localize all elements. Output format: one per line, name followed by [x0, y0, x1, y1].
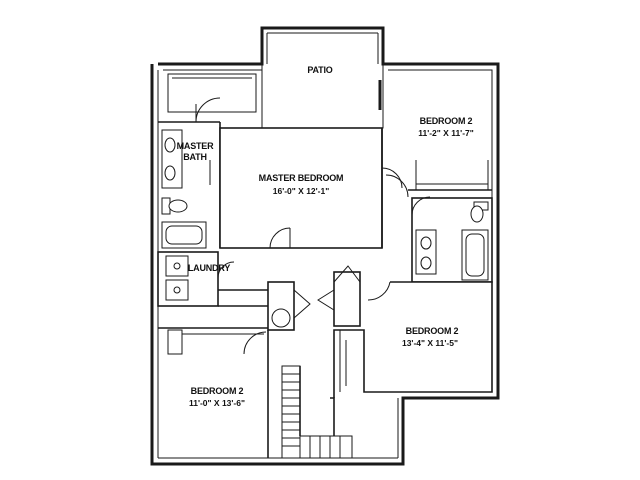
bedroom-upper-right: BEDROOM 2 11'-2" X 11'-7" — [381, 116, 492, 248]
master-bedroom-door-swing — [269, 227, 291, 249]
bedroom-ur-door-swing — [385, 174, 409, 198]
bedroom-lower-left: BEDROOM 2 11'-0" X 13'-6" — [158, 327, 269, 458]
hall-bath — [411, 196, 493, 283]
hall-sink-1 — [420, 236, 432, 250]
stair-wall-right — [330, 397, 335, 436]
hall-sink-2 — [420, 256, 432, 270]
center-closet — [333, 271, 361, 327]
linen-bifold-door — [293, 289, 311, 319]
bedroom-ll-label: BEDROOM 2 — [191, 386, 244, 396]
stair-run-down — [281, 365, 301, 459]
master-bedroom-dims: 16'-0" X 12'-1" — [273, 186, 330, 196]
water-heater — [271, 308, 291, 328]
bedroom-mr-dims: 13'-4" X 11'-5" — [402, 338, 458, 348]
patio-outline — [261, 27, 384, 129]
hall-tub-basin — [465, 233, 485, 277]
bedroom-mr-label: BEDROOM 2 — [406, 326, 459, 336]
master-bath-label-1: MASTER — [177, 141, 215, 151]
hall-toilet-bowl — [470, 205, 484, 223]
sink-basin-1 — [164, 137, 176, 153]
bedroom-ll-door-swing — [243, 331, 267, 355]
bathtub-basin — [165, 225, 203, 245]
hall-corner-door — [317, 289, 335, 311]
laundry-label: LAUNDRY — [188, 263, 230, 273]
bedroom-mr-door-swing — [367, 281, 391, 301]
hall-bath-door-swing — [411, 196, 431, 216]
bedroom-ur-dims: 11'-2" X 11'-7" — [418, 128, 474, 138]
patio: PATIO — [261, 27, 384, 129]
sink-basin-2 — [164, 165, 176, 181]
walk-in-closet — [167, 73, 257, 113]
master-bedroom: MASTER BEDROOM 16'-0" X 12'-1" — [219, 127, 403, 249]
center-closet-bifold — [333, 265, 361, 283]
bedroom-ur-closet — [415, 183, 489, 191]
master-bedroom-label: MASTER BEDROOM — [259, 173, 344, 183]
laundry-door-swing — [217, 261, 235, 279]
bedroom-mr-walls — [333, 281, 493, 398]
bedroom-ur-label: BEDROOM 2 — [420, 116, 473, 126]
stair-landing-run — [299, 435, 353, 459]
washer-control — [173, 262, 181, 270]
bath-door-swing — [195, 97, 221, 123]
master-bedroom-walls — [219, 127, 383, 249]
master-side-door-swing — [381, 167, 403, 189]
toilet-bowl — [168, 199, 188, 213]
bedroom-ll-closet-end — [167, 329, 183, 355]
bedroom-mid-right: BEDROOM 2 13'-4" X 11'-5" — [333, 281, 493, 398]
patio-label: PATIO — [307, 65, 332, 75]
bedroom-ll-dims: 11'-0" X 13'-6" — [189, 398, 245, 408]
stair-landing-treads — [309, 436, 341, 458]
stair-treads — [282, 373, 300, 447]
dryer-control — [173, 286, 181, 294]
master-bath-label-2: BATH — [183, 152, 207, 162]
laundry-hall: LAUNDRY — [157, 251, 361, 331]
stairs — [281, 365, 353, 459]
